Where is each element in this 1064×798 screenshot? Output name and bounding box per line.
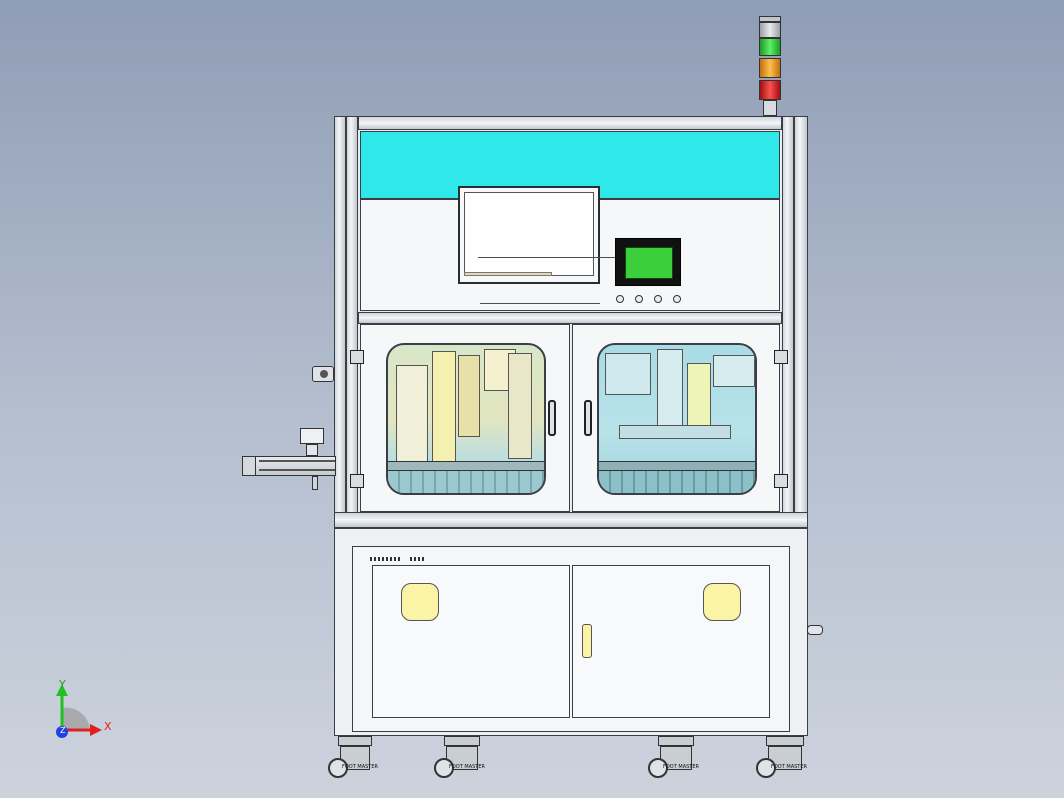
conveyor-rail <box>599 461 755 471</box>
mechanism-block <box>657 349 683 431</box>
axis-z-label: Z <box>60 726 66 735</box>
tower-green-light <box>759 38 781 56</box>
hinge <box>350 350 364 364</box>
top-rail <box>358 116 782 130</box>
left-door-window <box>386 343 546 495</box>
right-door-handle[interactable] <box>584 400 592 436</box>
right-vent <box>703 583 741 621</box>
base-blocks <box>599 471 755 493</box>
hmi-screen-display <box>625 247 673 279</box>
side-sensor <box>300 428 324 444</box>
tiny-label-area <box>370 557 400 561</box>
side-bracket <box>312 476 318 490</box>
control-button-1[interactable] <box>616 295 624 303</box>
middle-rail <box>358 312 782 324</box>
caster-plate <box>338 736 372 746</box>
axis-y-label: Y <box>59 678 66 691</box>
signal-tower <box>758 16 782 116</box>
left-post-inner <box>346 116 358 528</box>
base-blocks <box>388 471 544 493</box>
caster-label: FOOT MASTER <box>449 764 485 770</box>
leader-line <box>480 303 600 304</box>
monitor-screen <box>464 192 594 276</box>
mechanism-block <box>458 355 480 437</box>
mechanism-block <box>605 353 651 395</box>
conveyor-slot <box>259 469 335 471</box>
control-button-4[interactable] <box>673 295 681 303</box>
right-post-outer <box>794 116 808 528</box>
axis-x-label: X <box>104 720 112 733</box>
caster-label: FOOT MASTER <box>342 764 378 770</box>
caster-front-right: FOOT MASTER <box>756 736 808 778</box>
caster-plate <box>444 736 480 746</box>
caster-label: FOOT MASTER <box>663 764 699 770</box>
mechanism-block <box>508 353 532 459</box>
caster-plate <box>766 736 804 746</box>
leader-line <box>478 257 658 258</box>
right-post-inner <box>782 116 794 528</box>
side-latch[interactable] <box>807 625 823 635</box>
tower-grey-segment <box>759 22 781 38</box>
left-door-handle[interactable] <box>548 400 556 436</box>
conveyor-slot <box>259 460 335 462</box>
tower-red-light <box>759 80 781 100</box>
tiny-label-area <box>410 557 424 561</box>
lower-door-handle[interactable] <box>582 624 592 658</box>
caster-plate <box>658 736 694 746</box>
mechanism-block <box>687 363 711 429</box>
tower-cap <box>759 16 781 22</box>
caster-label: FOOT MASTER <box>771 764 807 770</box>
hmi-touchscreen[interactable] <box>615 238 681 286</box>
hinge <box>774 350 788 364</box>
caster-front-left: FOOT MASTER <box>328 736 378 778</box>
side-conveyor <box>242 456 336 476</box>
side-switch[interactable] <box>312 366 334 382</box>
control-button-2[interactable] <box>635 295 643 303</box>
caster-wheel <box>648 758 668 778</box>
control-button-3[interactable] <box>654 295 662 303</box>
tower-amber-light <box>759 58 781 78</box>
right-door-window <box>597 343 757 495</box>
monitor-stand-bar <box>464 272 552 276</box>
switch-knob <box>320 370 328 378</box>
side-sensor-stem <box>306 444 318 456</box>
mechanism-block <box>396 365 428 467</box>
axis-triad-graphic <box>56 684 102 738</box>
caster-wheel <box>434 758 454 778</box>
mechanism-block <box>619 425 731 439</box>
caster-front-mid-left: FOOT MASTER <box>434 736 485 778</box>
caster-wheel <box>328 758 348 778</box>
lower-rail <box>334 512 808 528</box>
caster-wheel <box>756 758 776 778</box>
tower-pole <box>763 100 777 116</box>
main-monitor[interactable] <box>458 186 600 284</box>
mechanism-block <box>713 355 755 387</box>
caster-front-mid-right: FOOT MASTER <box>648 736 699 778</box>
lower-right-door[interactable] <box>572 565 770 718</box>
axis-triad: Y X Z <box>50 678 120 746</box>
hinge <box>350 474 364 488</box>
hinge <box>774 474 788 488</box>
mechanism-block <box>432 351 456 463</box>
left-vent <box>401 583 439 621</box>
conveyor-rail <box>388 461 544 471</box>
conveyor-end-cap <box>243 457 256 475</box>
